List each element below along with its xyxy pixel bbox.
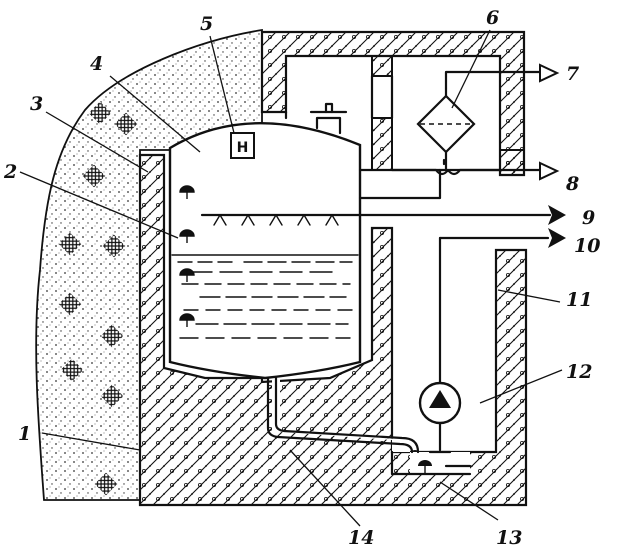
top-column-right xyxy=(499,149,525,176)
label-7: 7 xyxy=(566,63,579,85)
pipe-trench xyxy=(262,378,470,474)
leader-lines xyxy=(19,29,563,527)
label-14: 14 xyxy=(348,527,374,549)
drain-pipe xyxy=(266,376,432,473)
outlet-lines xyxy=(358,63,560,200)
level-gauge-text: H xyxy=(237,140,249,156)
label-11: 11 xyxy=(566,289,592,311)
label-3: 3 xyxy=(30,93,43,115)
liquid-surface xyxy=(171,254,359,339)
label-1: 1 xyxy=(18,423,31,445)
concrete-shell xyxy=(138,153,528,507)
label-6: 6 xyxy=(486,7,499,29)
label-4: 4 xyxy=(90,53,103,75)
label-10: 10 xyxy=(574,235,600,257)
top-column-mid xyxy=(371,117,393,171)
pump-circuit xyxy=(418,228,566,468)
label-12: 12 xyxy=(566,361,592,383)
label-9: 9 xyxy=(582,207,595,229)
level-gauge xyxy=(230,132,255,159)
concrete-top-block xyxy=(260,30,526,177)
spray-line-9 xyxy=(200,205,566,226)
heater-elements xyxy=(179,185,195,327)
label-5: 5 xyxy=(200,13,213,35)
label-2: 2 xyxy=(3,161,17,183)
label-8: 8 xyxy=(565,173,579,195)
top-column-left xyxy=(371,55,393,77)
label-13: 13 xyxy=(496,527,522,549)
vessel-nozzle xyxy=(309,102,348,135)
reactor-vessel xyxy=(168,122,362,380)
